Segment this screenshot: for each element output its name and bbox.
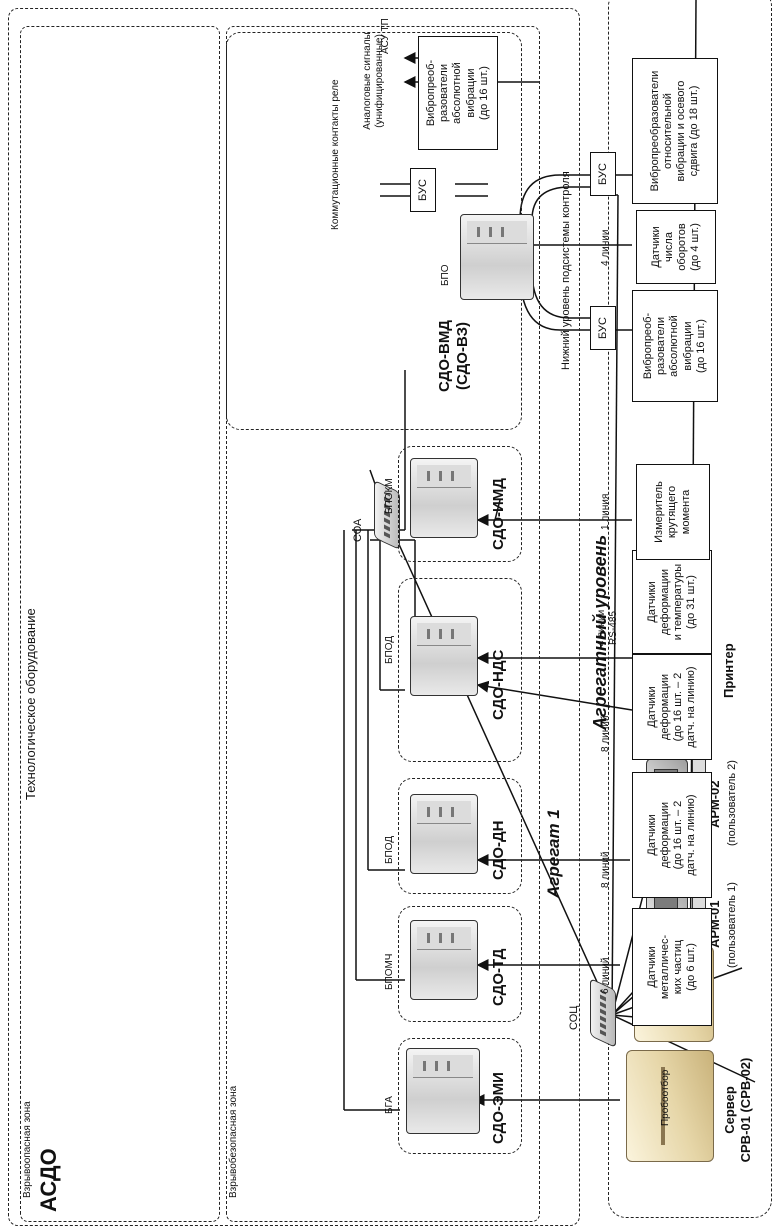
unit-label: БПОКМ: [384, 478, 395, 514]
control-unit-icon: [410, 920, 478, 1000]
control-unit-icon: [410, 616, 478, 696]
sensor-box: Измеритель крутящего момента: [636, 464, 710, 560]
tech-equipment-label: Технологическое оборудование: [23, 608, 38, 800]
asu-arrow-label: АСУ ТП: [380, 18, 391, 54]
sensor-box: Вибропреоб- разователи абсолютной вибрац…: [632, 290, 718, 402]
aggregate-1-label: Агрегат 1: [544, 809, 563, 898]
bus-box: БУС: [590, 152, 616, 196]
line-count-label: 8 линий: [600, 851, 611, 888]
subsystem-name: СДО-ИМД: [490, 478, 507, 550]
unit-label: БПОД: [384, 835, 395, 864]
printer-label: Принтер: [721, 643, 736, 698]
control-unit-icon: [406, 1048, 480, 1134]
line-count-label: 4 линии: [600, 229, 611, 266]
subsystem-name: СДО-ДН: [490, 820, 507, 880]
unit-label: БПО: [440, 264, 451, 286]
line-count-label: 8 линий: [600, 715, 611, 752]
lower-level-label: Нижний уровень подсистемы контроля: [560, 171, 572, 370]
line-count-label: 4 линии RS-485: [596, 609, 619, 647]
sampling-label: Пробоотбор: [660, 1069, 671, 1126]
relay-output-label: Коммутационные контакты реле: [330, 79, 341, 230]
subsystem-name: СДО-ТД: [490, 948, 507, 1006]
subsystem-name: СДО-ЭМИ: [490, 1072, 507, 1144]
unit-label: БГА: [384, 1096, 395, 1114]
unit-label: БПОМЧ: [384, 953, 395, 990]
line-count-label: 1 линия: [600, 493, 611, 530]
soa-label: СОА: [352, 518, 364, 542]
unit-label: БПОД: [384, 635, 395, 664]
hazard-zone-panel: [20, 26, 220, 1222]
sensor-box: Датчики числа оборотов (до 4 шт.): [636, 210, 716, 284]
arm1-subtitle: (пользователь 1): [726, 882, 738, 968]
arm2-subtitle: (пользователь 2): [726, 760, 738, 846]
sensor-box: Вибропреобразователи относительной вибра…: [632, 58, 718, 204]
sensor-box: Датчики металличес- ких частиц (до 6 шт.…: [632, 908, 712, 1026]
sensor-box: Вибропреоб- разователи абсолютной вибрац…: [418, 36, 498, 150]
sensor-box: Датчики деформации (до 16 шт. – 2 датч. …: [632, 772, 712, 898]
control-unit-icon: [460, 214, 534, 300]
line-count-label: 6 линий: [600, 957, 611, 994]
subsystem-name: СДО-НДС: [490, 649, 507, 720]
control-unit-icon: [410, 458, 478, 538]
control-unit-icon: [410, 794, 478, 874]
sensor-box: Датчики деформации и температуры (до 31 …: [632, 550, 712, 654]
server-label: Сервер СРВ-01 (СРВ-02): [722, 1057, 753, 1163]
hazard-zone-label: Взрывоопасная зона: [22, 1101, 33, 1198]
safe-zone-label: Взрывобезопасная зона: [228, 1085, 239, 1198]
sensor-box: Датчики деформации (до 16 шт. – 2 датч. …: [632, 654, 712, 760]
bus-box: БУС: [410, 168, 436, 212]
subsystem-name: СДО-ВМД (СДО-ВЗ): [436, 320, 471, 392]
bus-box: БУС: [590, 306, 616, 350]
